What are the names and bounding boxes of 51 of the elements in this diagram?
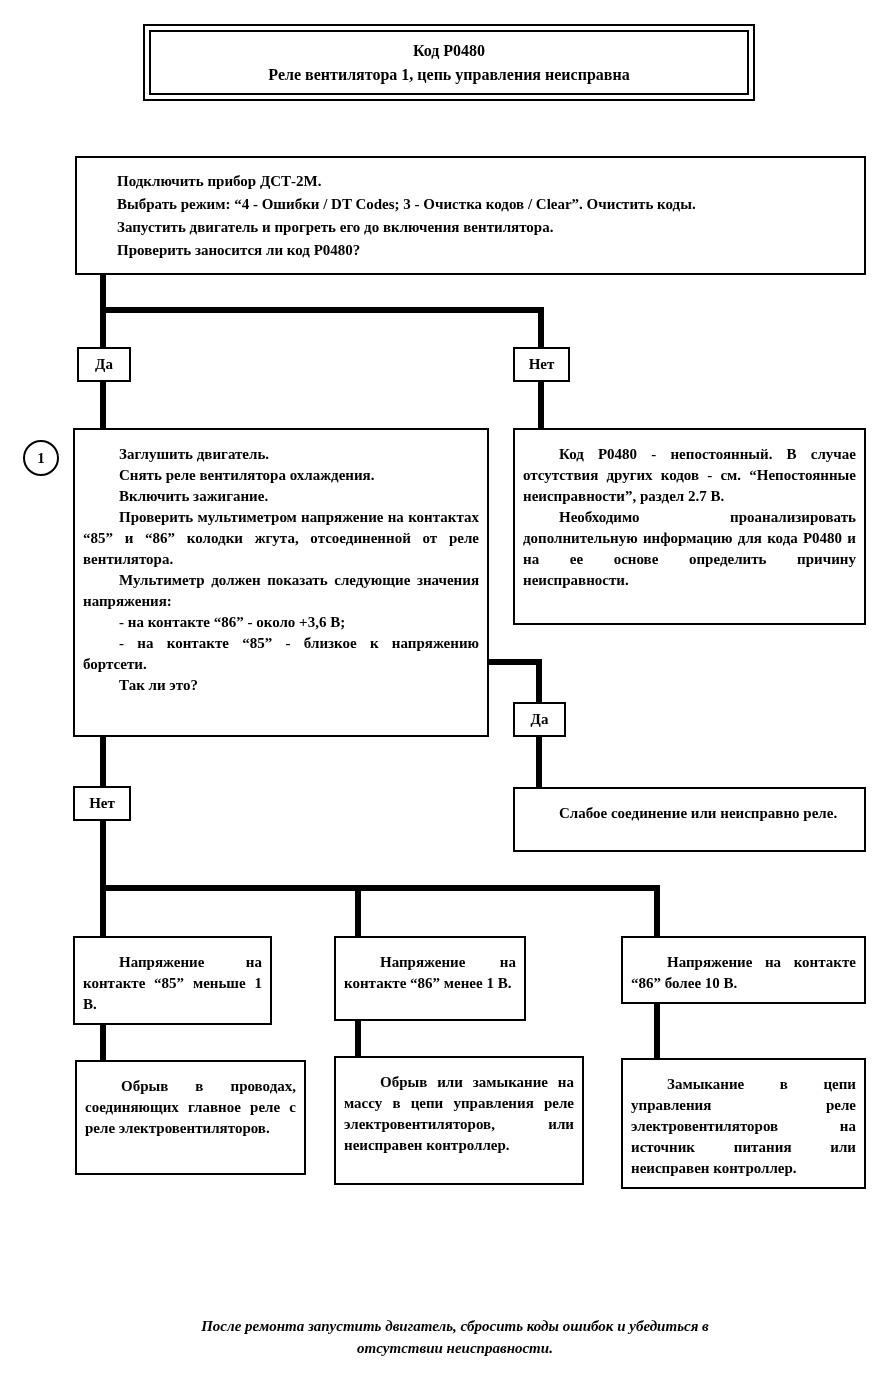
process-box <box>334 936 526 1021</box>
answer-text: Да <box>95 355 113 375</box>
box-text: Слабое соединение или неисправно реле. <box>558 804 839 823</box>
connector-line <box>355 1021 361 1056</box>
connector-line <box>100 275 544 347</box>
box-text: Обрыв в проводах, соединяющих главное реле с реле электровентиляторов. <box>85 1077 296 1138</box>
connector-line <box>100 737 106 786</box>
connector-line <box>100 382 106 428</box>
answer-text: Да <box>530 710 549 730</box>
instruction-text: Выбрать режим: “4 - Ошибки / DT Codes; 3 - Очистка кодов / Clear”. Очистить коды. <box>117 194 697 214</box>
process-box <box>334 1056 584 1185</box>
answer-tag <box>77 347 131 382</box>
connector-line <box>489 659 542 702</box>
step-number: 1 <box>23 440 59 476</box>
connector-line <box>536 737 542 787</box>
instruction-text: Запустить двигатель и прогреть его до включения вентилятора. <box>117 217 555 237</box>
process-box <box>621 1058 866 1189</box>
instruction-text: Подключить прибор ДСТ-2М. <box>117 171 323 191</box>
box-text: Напряжение на контакте “86” более 10 В. <box>631 953 856 993</box>
box-text: - на контакте “86” - около +3,6 В; <box>118 613 347 632</box>
box-text: Мультиметр должен показать следующие значения напряжения: <box>83 571 479 611</box>
connector-line <box>654 1003 660 1058</box>
box-text: Снять реле вентилятора охлаждения. <box>118 466 376 485</box>
box-text: Напряжение на контакте “86” менее 1 В. <box>344 953 516 993</box>
answer-tag <box>73 786 131 821</box>
process-box <box>513 787 866 852</box>
box-text: Заглушить двигатель. <box>118 445 271 464</box>
box-text: Обрыв или замыкание на массу в цепи управления реле электровентиляторов, или неисправен контроллер. <box>344 1073 574 1155</box>
answer-text: Нет <box>89 794 115 814</box>
answer-tag <box>513 347 570 382</box>
box-text: Необходимо проанализировать дополнительную информацию для кода P0480 и на ее основе определить причину неисправности. <box>523 508 856 590</box>
box-text: - на контакте “85” - близкое к напряжению бортсети. <box>83 634 479 674</box>
box-text: Напряжение на контакте “85” меньше 1 В. <box>83 953 262 1014</box>
process-box <box>73 936 272 1025</box>
title-box <box>143 24 755 101</box>
box-text: Замыкание в цепи управления реле электровентиляторов на источник питания или неисправен контроллер. <box>631 1075 856 1178</box>
connector-line <box>538 382 544 428</box>
title-text: Код P0480 <box>412 40 486 61</box>
process-box <box>513 428 866 625</box>
instruction-text: Проверить заносится ли код P0480? <box>117 240 362 260</box>
process-box <box>75 1060 306 1175</box>
answer-tag <box>513 702 566 737</box>
caption-text: После ремонта запустить двигатель, сбросить коды ошибок и убедиться в отсутствии неисправности. <box>200 1317 710 1358</box>
title-text: Реле вентилятора 1, цепь управления неисправна <box>268 64 630 85</box>
box-text: Проверить мультиметром напряжение на контактах “85” и “86” колодки жгута, отсоединенной от реле вентилятора. <box>83 508 479 569</box>
box-text: Так ли это? <box>118 676 199 695</box>
answer-text: Нет <box>528 355 555 375</box>
box-text: Включить зажигание. <box>118 487 270 506</box>
process-box <box>621 936 866 1004</box>
box-text: Код P0480 - непостоянный. В случае отсутствия других кодов - см. “Непостоянные неисправности”, раздел 2.7 В. <box>523 445 856 506</box>
process-box <box>75 156 866 275</box>
